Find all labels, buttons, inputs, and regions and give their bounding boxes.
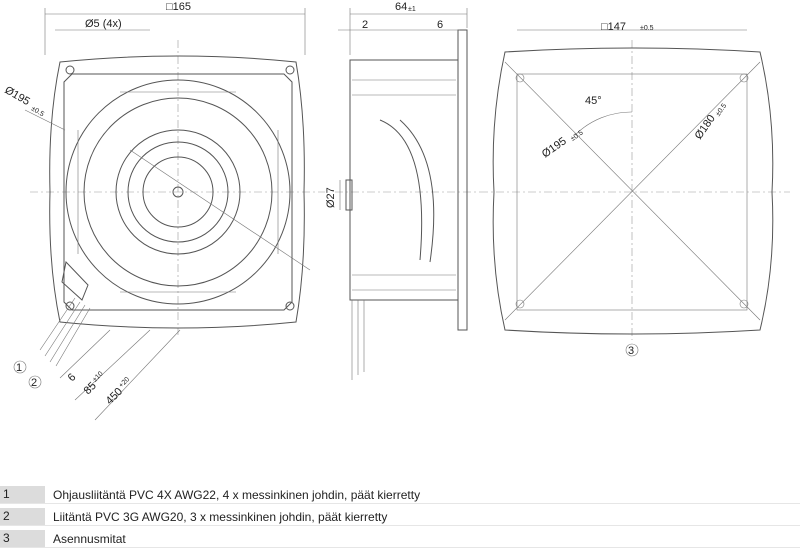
dim-cable-strip: 6 [66,371,79,384]
callout-2: 2 [31,377,37,389]
legend-row: 3 Asennusmitat [0,530,800,548]
dim-depth: 64 [395,1,407,13]
dim-mount-dia-tol: ±0.5 [569,129,584,143]
side-view [335,8,480,380]
legend-text: Asennusmitat [53,531,126,546]
technical-drawing: □165 Ø5 (4x) Ø195 ±0.5 1 2 6 85 ±10 450 … [3,1,790,421]
legend-num: 2 [0,508,45,525]
dim-cable-short-tol: ±10 [92,370,105,383]
legend-row: 1 Ohjausliitäntä PVC 4X AWG22, 4 x messi… [0,486,800,504]
front-view [24,8,325,421]
dim-front-square: □165 [166,1,191,13]
dim-mount-dia: Ø195 [540,135,569,160]
legend-num: 3 [0,530,45,547]
dim-side-right: 6 [437,19,443,31]
dim-angle: 45° [585,95,602,107]
legend-table: 1 Ohjausliitäntä PVC 4X AWG22, 4 x messi… [0,486,800,552]
dim-front-dia: Ø195 [3,84,32,108]
dim-hole-dia: Ø5 (4x) [85,18,122,30]
dim-hub-dia: Ø27 [325,187,337,208]
legend-text: Ohjausliitäntä PVC 4X AWG22, 4 x messink… [53,487,421,502]
dim-mount-square-tol: ±0.5 [640,25,654,32]
mounting-view [480,29,790,340]
legend-row: 2 Liitäntä PVC 3G AWG20, 3 x messinkinen… [0,508,800,526]
callout-3: 3 [628,345,634,357]
dim-bolt-circle-tol: ±0.5 [715,102,729,117]
dim-mount-square: □147 [601,21,626,33]
legend-num: 1 [0,486,45,503]
legend-text: Liitäntä PVC 3G AWG20, 3 x messinkinen j… [53,509,388,524]
dim-depth-tol: ±1 [408,6,416,13]
dim-side-left: 2 [362,19,368,31]
callout-1: 1 [16,362,22,374]
dim-cable-long-tol: +20 [118,376,131,389]
dim-bolt-circle: Ø180 [693,113,718,142]
